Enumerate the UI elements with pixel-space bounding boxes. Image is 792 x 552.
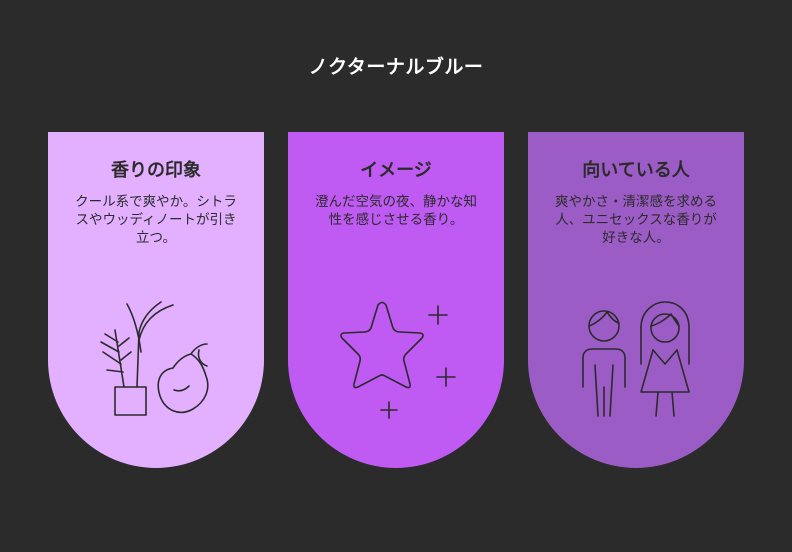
card-description: 澄んだ空気の夜、静かな知性を感じさせる香り。 [315,194,477,228]
star-sparkle-icon [321,292,471,432]
man-and-woman-icon [561,292,711,432]
card-heading: イメージ [360,160,432,181]
card-suitable-people: 向いている人 爽やかさ・清潔感を求める人、ユニセックスな香りが好きな人。 [528,132,744,468]
card-description: 爽やかさ・清潔感を求める人、ユニセックスな香りが好きな人。 [555,194,717,246]
card-scent-impression: 香りの印象 クール系で爽やか。シトラスやウッディノートが引き立つ。 [48,132,264,468]
page-title: ノクターナルブルー [308,56,484,78]
card-description: クール系で爽やか。シトラスやウッディノートが引き立つ。 [75,194,237,246]
plant-and-citrus-icon [81,292,231,432]
card-heading: 向いている人 [582,160,690,181]
card-image: イメージ 澄んだ空気の夜、静かな知性を感じさせる香り。 [288,132,504,468]
card-heading: 香りの印象 [111,160,201,181]
